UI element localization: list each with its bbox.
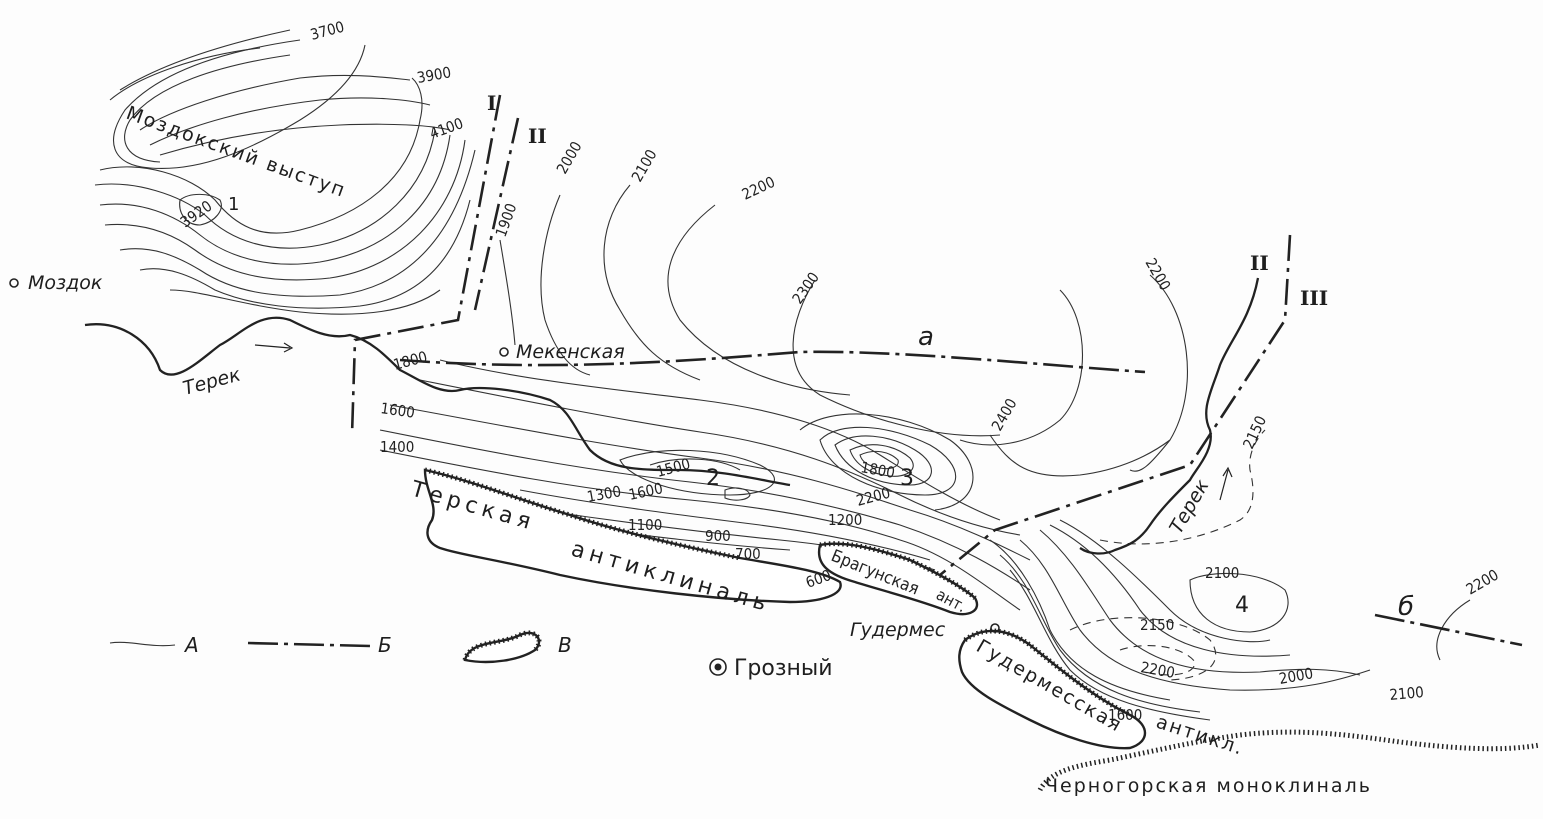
legend-label-V: В [558,633,572,657]
zone-boundaries [350,94,1292,577]
contour-label: 1200 [828,511,862,529]
contour-labels: 3700 3900 4100 3920 1900 2000 2100 2200 … [177,18,1502,724]
contour-label: 2100 [1205,564,1239,582]
point-label-2: 2 [706,466,720,491]
legend-label-B: Б [378,633,392,657]
contour-label: 700 [735,545,761,563]
contour-label: 1800 [859,458,896,482]
contour-label: 1300 [586,482,623,506]
contour-label: 2200 [739,173,778,204]
contour-label: 2300 [789,269,823,307]
gudermes-anticline-shape [958,629,1147,750]
settlements: Моздок Мекенская Гудермес Грозный [9,272,1000,681]
contour-label: 1600 [379,399,416,422]
contour-label: 1800 [391,348,429,374]
gudermes-marker [990,623,1000,633]
contour-label: 1900 [492,201,521,239]
contour-label: 2150 [1140,616,1174,634]
zone-label-II-west: II [528,124,547,148]
region-labels: Моздокский выступ Терская антиклиналь Бр… [123,102,1372,797]
contour-label: 1500 [654,455,692,481]
mozdok-contours [94,29,476,315]
mozdok-marker [9,278,19,288]
contour-label: 1100 [628,516,662,534]
town-label-mozdok: Моздок [28,272,103,294]
anticlines [423,467,1541,792]
river-labels: Терек Терек [181,342,1233,538]
contour-label: 1600 [627,479,664,504]
town-label-grozny: Грозный [734,656,833,681]
point-label-3: 3 [900,466,914,491]
town-label-gudermes: Гудермес [850,619,946,641]
zone-label-III: III [1300,286,1328,310]
contour-label: 1400 [380,438,414,456]
zone-label-I: I [487,91,496,115]
town-label-mekenskaya: Мекенская [516,341,625,363]
section-lines [399,350,1523,647]
contour-label: 2400 [988,395,1021,434]
legend-symbol-contour [109,641,176,647]
legend-label-A: А [183,633,199,657]
contour-label: 3700 [308,18,346,44]
contour-label: 2000 [1278,664,1315,688]
zone-labels: I II II III [487,91,1328,310]
contour-label: 2000 [553,138,586,177]
grozny-marker-center [714,663,722,671]
contour-label: 3920 [177,197,215,231]
zone-label-II-east: II [1250,251,1269,275]
legend: А Б В [109,630,572,664]
section-label-b: б [1398,592,1414,622]
basin-contours [379,184,1471,721]
contour-label: 3900 [416,63,453,87]
terek-river [84,277,1260,555]
point-label-1: 1 [228,194,239,215]
contour-label: 2200 [1463,566,1502,599]
section-labels: а б [918,322,1414,622]
section-label-a: а [918,322,934,352]
point-labels: 1 2 3 4 [228,194,1249,618]
legend-symbol-section [247,641,371,648]
contour-label: 2100 [1389,683,1425,704]
contour-label: 4100 [427,114,465,143]
contour-label: 1600 [1108,706,1142,724]
river-label-terek-east: Терек [1165,475,1214,537]
point-label-4: 4 [1235,593,1249,618]
contour-label: 2200 [1139,658,1176,682]
contour-label: 2200 [854,484,892,510]
contour-label: 2150 [1239,413,1270,452]
contour-label: 2100 [628,146,661,185]
contour-label: 2200 [1142,255,1175,294]
mekenskaya-marker [499,347,509,357]
region-label-mozdok-ledge: Моздокский выступ [123,102,349,202]
grozny-marker [709,658,727,676]
contour-label: 900 [705,527,731,545]
bragun-anticline-shape [817,542,979,616]
region-label-chernogorsk: Черногорская моноклиналь [1045,775,1372,797]
legend-symbol-anticline [463,631,541,664]
